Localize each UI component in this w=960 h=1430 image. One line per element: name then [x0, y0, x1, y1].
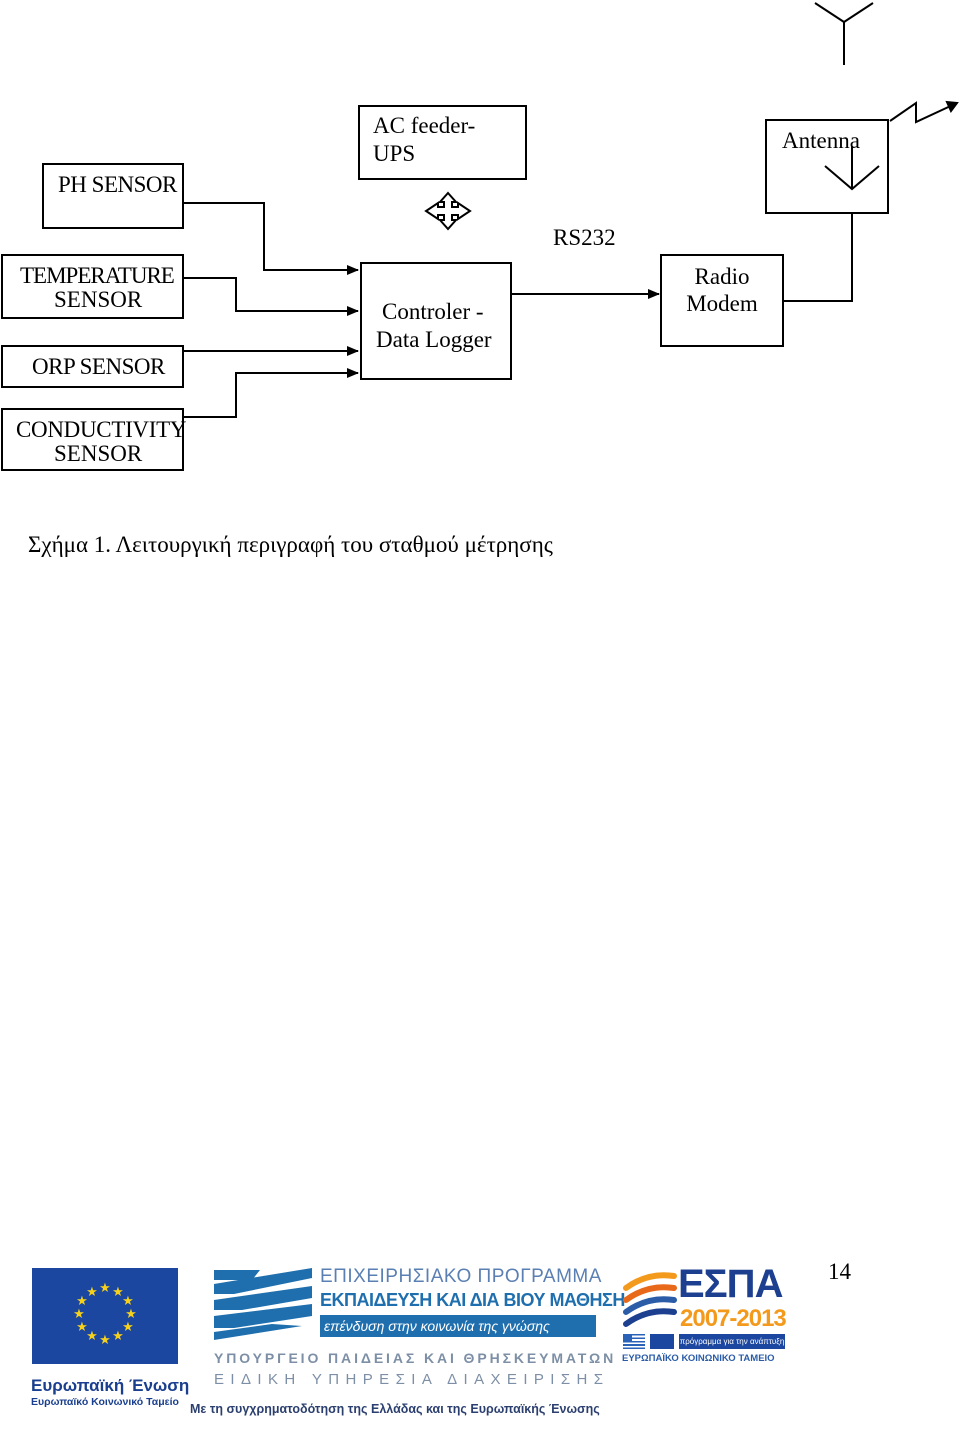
svg-text:★: ★	[112, 1285, 124, 1300]
figure-caption: Σχήμα 1. Λειτουργική περιγραφή του σταθμ…	[28, 532, 553, 557]
orp-sensor-label: ORP SENSOR	[32, 354, 165, 379]
eu-stars-icon: ★ ★ ★ ★ ★ ★ ★ ★ ★ ★ ★ ★	[73, 1281, 137, 1348]
espa-years: 2007-2013	[680, 1305, 787, 1332]
ph-sensor-label: PH SENSOR	[58, 172, 177, 197]
conductivity-sensor-label-2: SENSOR	[54, 441, 143, 466]
espa-tagline: πρόγραμμα για την ανάπτυξη	[679, 1334, 785, 1349]
greek-flag-icon	[623, 1334, 645, 1349]
orp-sensor-box	[1, 345, 184, 388]
temperature-connector	[183, 277, 359, 316]
eu-subtitle: Ευρωπαϊκό Κοινωνικό Ταμείο	[31, 1396, 179, 1408]
svg-text:★: ★	[86, 1329, 98, 1344]
power-label-1: AC feeder-	[373, 113, 476, 138]
eu-title: Ευρωπαϊκή Ένωση	[31, 1376, 190, 1395]
program-line-2: ΕΚΠΑΙΔΕΥΣΗ ΚΑΙ ΔΙΑ ΒΙΟΥ ΜΑΘΗΣΗ	[320, 1290, 625, 1310]
svg-text:★: ★	[122, 1294, 134, 1309]
rs232-label: RS232	[553, 225, 616, 250]
page-number: 14	[828, 1259, 851, 1284]
radio-modem-box	[660, 254, 784, 347]
temperature-sensor-box	[1, 254, 184, 319]
svg-text:★: ★	[99, 1333, 111, 1348]
controller-box	[360, 262, 512, 380]
antenna-mast-icon	[814, 2, 874, 24]
modem-antenna-connector	[783, 213, 853, 302]
diagram-wires	[183, 2, 959, 418]
power-box	[358, 105, 527, 180]
program-line-6: Με τη συγχρηματοδότηση της Ελλάδας και τ…	[190, 1402, 600, 1416]
espa-swoosh-icon	[623, 1272, 677, 1327]
svg-text:★: ★	[99, 1281, 111, 1296]
ph-connector	[183, 202, 359, 275]
conductivity-connector	[183, 368, 359, 418]
controller-label-2: Data Logger	[376, 327, 492, 352]
ph-sensor-box	[42, 163, 184, 229]
program-line-4: ΥΠΟΥΡΓΕΙΟ ΠΑΙΔΕΙΑΣ ΚΑΙ ΘΡΗΣΚΕΥΜΑΤΩΝ	[214, 1350, 617, 1366]
radio-wave-icon	[889, 101, 958, 124]
program-line-3: επένδυση στην κοινωνία της γνώσης	[320, 1315, 596, 1337]
svg-text:★: ★	[112, 1329, 124, 1344]
temperature-sensor-label-2: SENSOR	[54, 287, 143, 312]
espa-title: ΕΣΠΑ	[678, 1262, 783, 1306]
eu-flag-logo: ★ ★ ★ ★ ★ ★ ★ ★ ★ ★ ★ ★	[32, 1268, 178, 1364]
radio-modem-label-1: Radio	[694, 264, 750, 289]
svg-text:★: ★	[86, 1285, 98, 1300]
temperature-sensor-label-1: TEMPERATURE	[20, 263, 175, 288]
antenna-box	[765, 119, 889, 214]
svg-text:★: ★	[125, 1307, 137, 1322]
conductivity-sensor-box	[1, 408, 184, 471]
svg-text:★: ★	[76, 1294, 88, 1309]
four-way-arrow-icon	[424, 191, 472, 231]
conductivity-sensor-label-1: CONDUCTIVITY	[16, 417, 187, 442]
controller-label-1: Controler -	[382, 299, 484, 324]
antenna-label: Antenna	[782, 128, 860, 153]
svg-text:★: ★	[73, 1307, 85, 1322]
svg-text:★: ★	[76, 1320, 88, 1335]
eu-mini-flag-icon	[650, 1334, 674, 1349]
program-line-5: ΕΙΔΙΚΗ ΥΠΗΡΕΣΙΑ ΔΙΑΧΕΙΡΙΣΗΣ	[214, 1371, 610, 1388]
espa-fund: ΕΥΡΩΠΑΪΚΟ ΚΟΙΝΩΝΙΚΟ ΤΑΜΕΙΟ	[622, 1353, 775, 1364]
power-label-2: UPS	[373, 141, 416, 166]
program-logo-icon	[214, 1268, 312, 1340]
radio-modem-label-2: Modem	[686, 291, 758, 316]
program-line-1: ΕΠΙΧΕΙΡΗΣΙΑΚΟ ΠΡΟΓΡΑΜΜΑ	[320, 1266, 602, 1287]
svg-text:★: ★	[122, 1320, 134, 1335]
